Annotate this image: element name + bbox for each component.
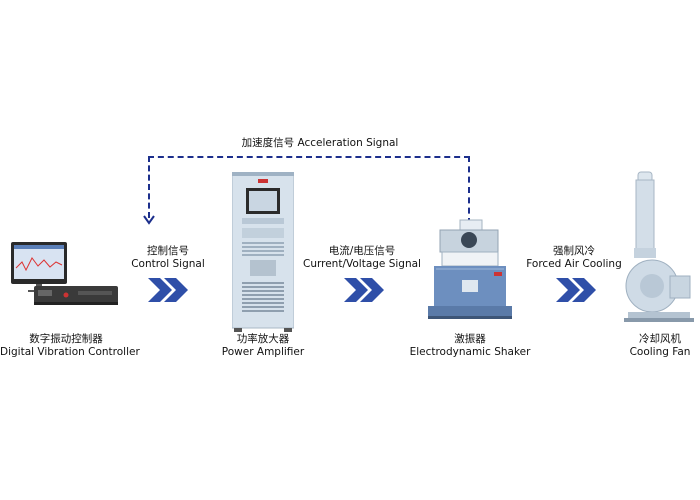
current-signal-label-en: Current/Voltage Signal: [303, 258, 421, 270]
control-signal-chevron-icon: [148, 278, 188, 302]
amplifier-image: [232, 172, 294, 332]
amplifier-label: 功率放大器 Power Amplifier: [208, 333, 318, 359]
feedback-arrowhead-icon: [143, 215, 155, 225]
control-signal-label-cn: 控制信号: [147, 245, 189, 257]
shaker-label-cn: 激振器: [454, 333, 486, 345]
air-cooling-label-cn: 强制风冷: [553, 245, 595, 257]
fan-label-en: Cooling Fan: [629, 346, 691, 358]
shaker-image: [428, 219, 512, 319]
controller-image: [11, 242, 118, 305]
fan-label-cn: 冷却风机: [639, 333, 681, 345]
current-signal-chevron-icon: [344, 278, 384, 302]
feedback-label: 加速度信号 Acceleration Signal: [241, 137, 399, 149]
fan-image: [624, 171, 694, 322]
shaker-label-en: Electrodynamic Shaker: [409, 346, 531, 358]
feedback-line-left: [148, 156, 150, 218]
controller-label: 数字振动控制器 Digital Vibration Controller: [0, 333, 140, 359]
air-cooling-chevron-icon: [556, 278, 596, 302]
amplifier-label-cn: 功率放大器: [236, 333, 290, 345]
air-cooling-label-en: Forced Air Cooling: [526, 258, 622, 270]
control-signal-label-en: Control Signal: [131, 258, 205, 270]
current-signal-label: 电流/电压信号 Current/Voltage Signal: [302, 245, 422, 271]
control-signal-label: 控制信号 Control Signal: [128, 245, 208, 271]
controller-label-en: Digital Vibration Controller: [0, 346, 140, 358]
amplifier-label-en: Power Amplifier: [221, 346, 305, 358]
feedback-line-top: [148, 156, 470, 158]
feedback-line-right: [468, 156, 470, 224]
current-signal-label-cn: 电流/电压信号: [328, 245, 396, 257]
fan-label: 冷却风机 Cooling Fan: [622, 333, 698, 359]
shaker-label: 激振器 Electrodynamic Shaker: [400, 333, 540, 359]
air-cooling-label: 强制风冷 Forced Air Cooling: [526, 245, 622, 271]
controller-label-cn: 数字振动控制器: [29, 333, 103, 345]
